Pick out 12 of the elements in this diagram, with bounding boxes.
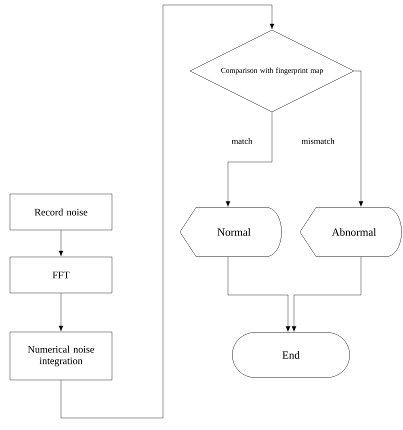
arrow	[228, 256, 290, 332]
arrow	[58, 230, 64, 256]
edge-label: mismatch	[300, 137, 336, 145]
arrow	[226, 112, 272, 207]
arrow	[58, 293, 64, 332]
arrow	[292, 256, 362, 332]
arrow	[60, 4, 274, 418]
arrow	[354, 70, 364, 207]
edge-label: match	[230, 137, 254, 145]
process-box: FFT	[10, 256, 112, 294]
process-box: Record noise	[10, 194, 112, 230]
process-box: Numerical noise integration	[10, 332, 112, 380]
